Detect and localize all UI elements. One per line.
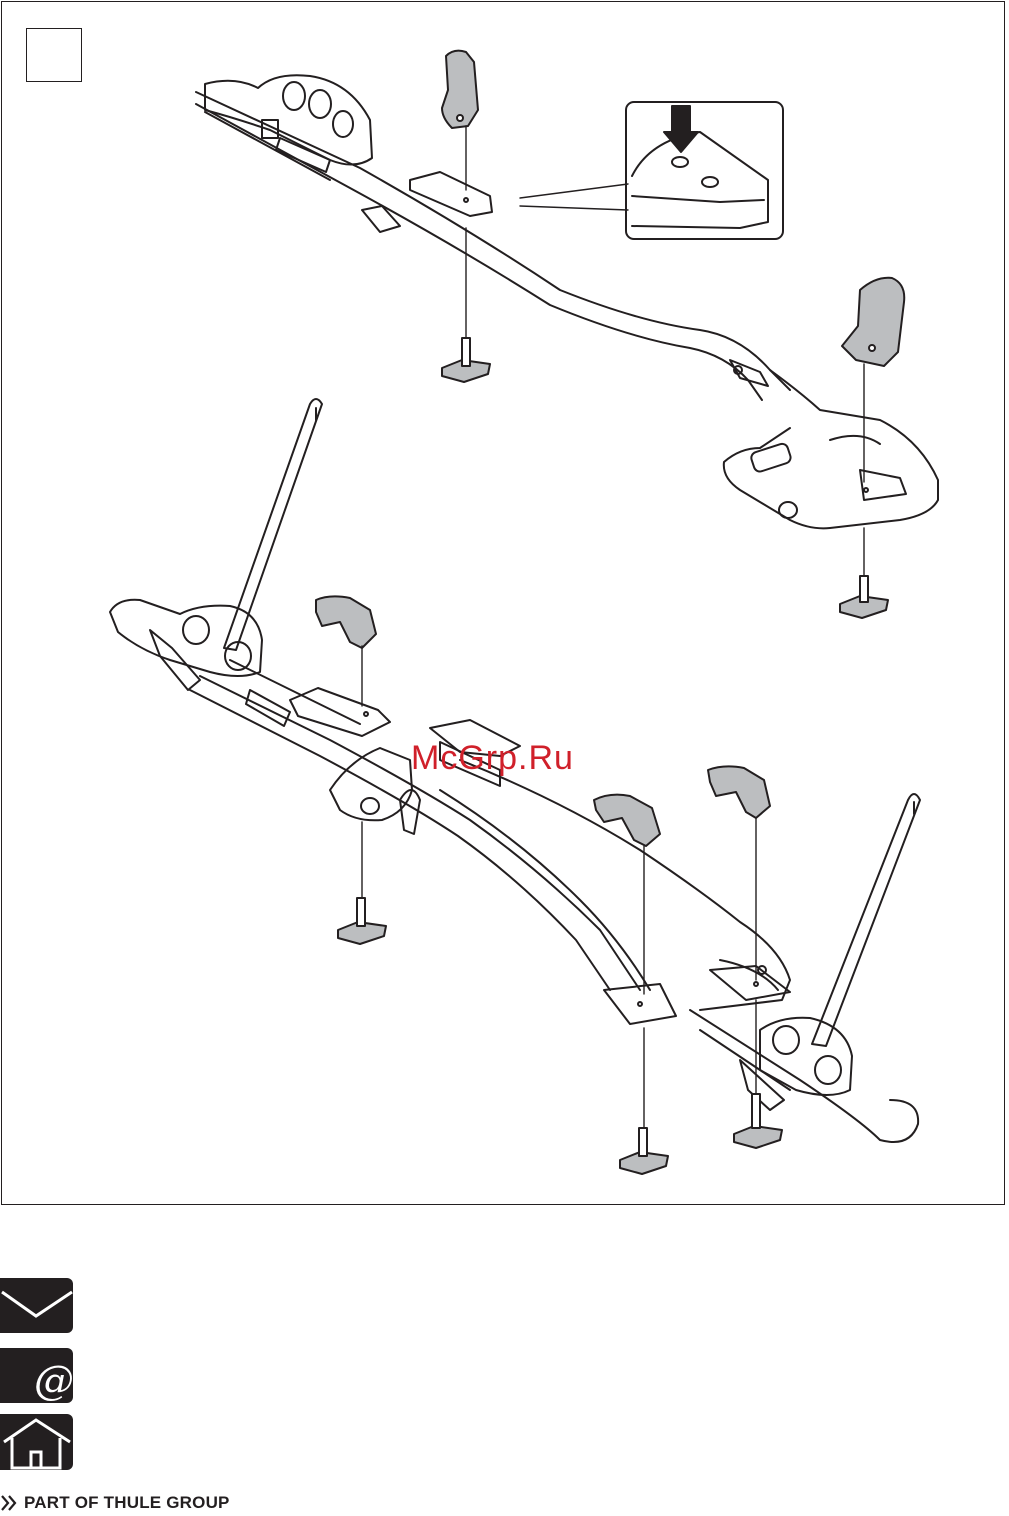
footer-brand-text: PART OF THULE GROUP [24,1493,230,1513]
detail-callout [626,102,783,239]
upper-t-bolts [442,338,888,618]
website-home-icon [0,1414,73,1470]
lower-guide-lines [362,646,756,1130]
lower-rack-caps [316,596,770,846]
email-at-icon: @ [0,1348,73,1403]
watermark-text: McGrp.Ru [411,739,574,778]
upper-guide-lines [466,126,864,580]
upper-rack [196,75,938,528]
lower-t-bolts [338,898,782,1174]
footer-brand: PART OF THULE GROUP [0,1493,230,1513]
mail-envelope-icon [0,1278,73,1333]
upper-rack-caps [442,51,904,366]
double-chevron-icon [0,1495,20,1511]
svg-text:@: @ [34,1358,73,1403]
assembly-illustration [0,0,1009,1210]
